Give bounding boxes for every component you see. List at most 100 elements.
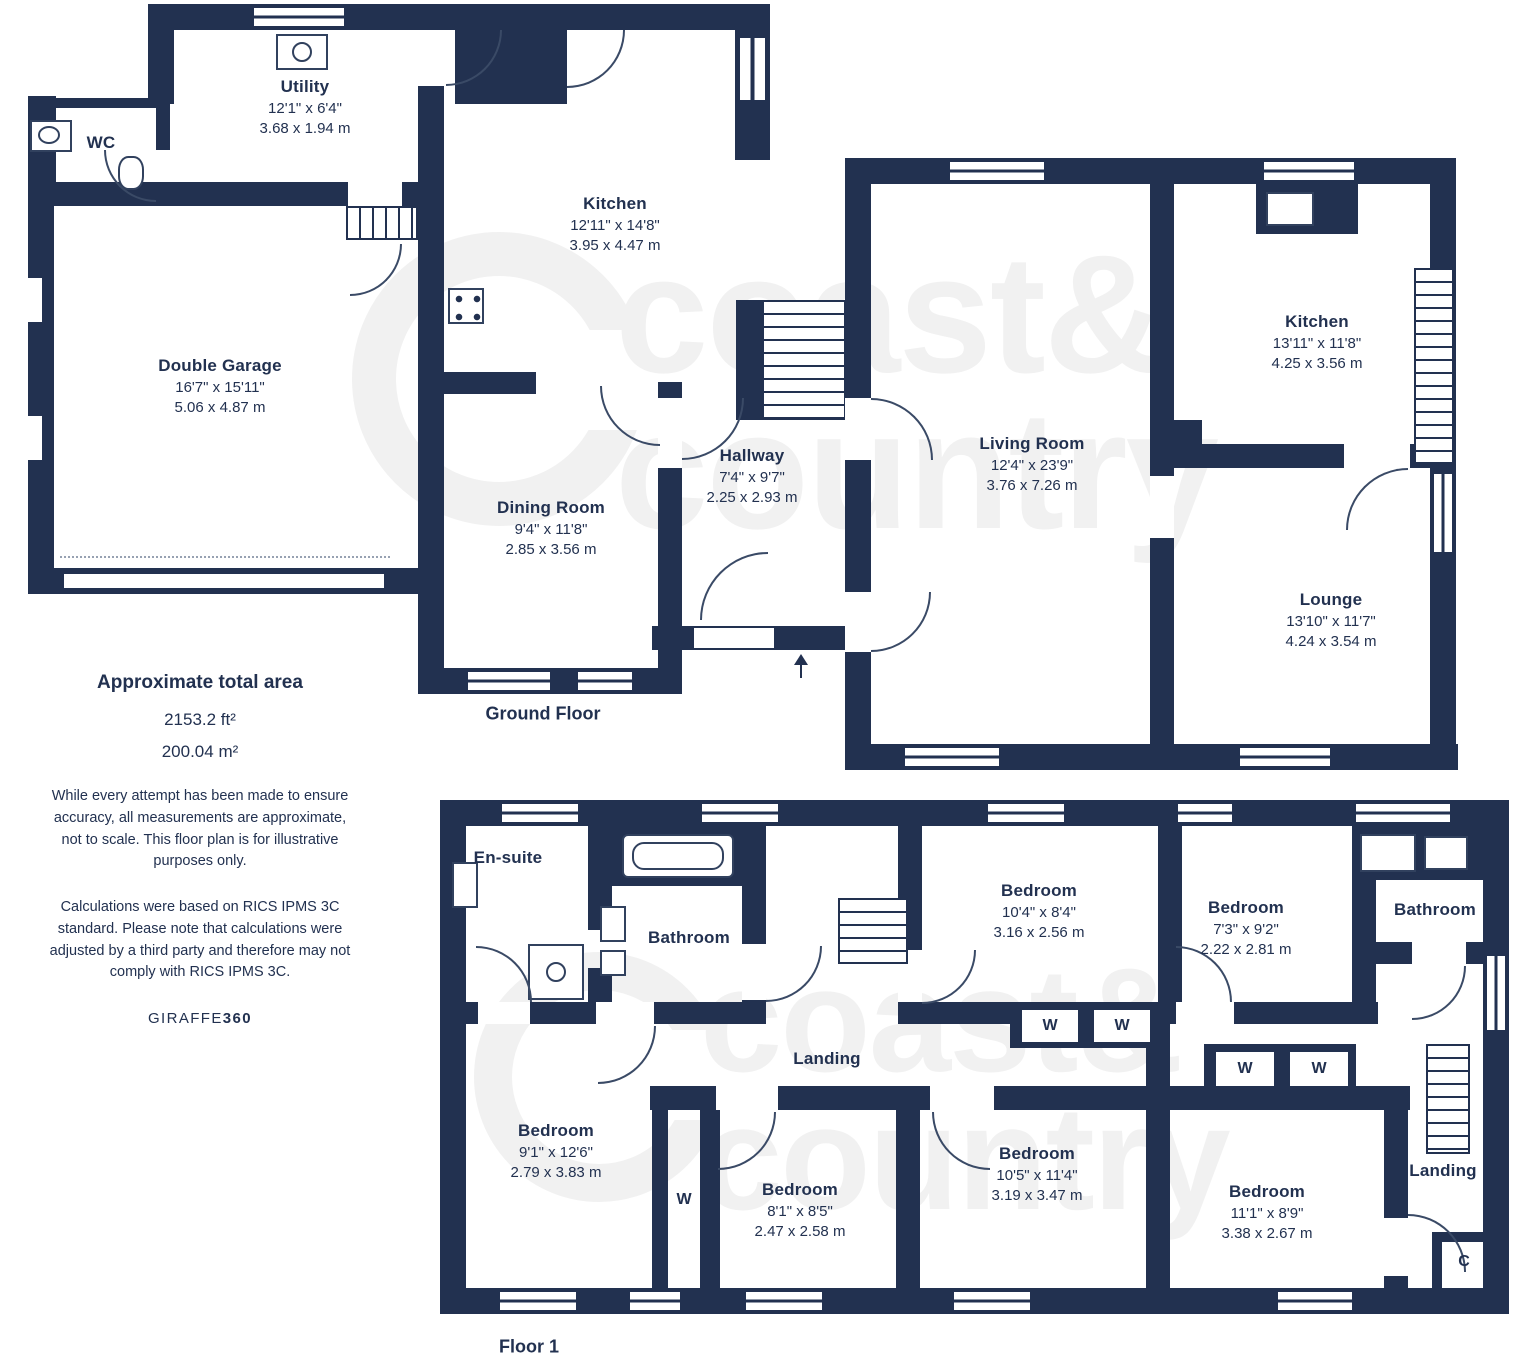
door-opening (1150, 476, 1174, 538)
shower-drain-icon (546, 962, 566, 982)
room-label-bedroom5: Bedroom 10'5" x 11'4" 3.19 x 3.47 m (992, 1144, 1083, 1204)
room-dims-m: 4.25 x 3.56 m (1271, 355, 1363, 372)
window (1354, 802, 1452, 824)
door-arc (1346, 468, 1408, 530)
room-label-landing2: Landing (1409, 1161, 1477, 1181)
door-arc (871, 592, 931, 652)
room-label-garage: Double Garage 16'7" x 15'11" 5.06 x 4.87… (158, 356, 282, 416)
window (903, 746, 1001, 768)
room-name: Living Room (979, 434, 1085, 453)
door-opening (418, 30, 444, 86)
room-label-bedroom2: Bedroom 7'3" x 9'2" 2.22 x 2.81 m (1201, 898, 1292, 958)
sink-icon (1360, 834, 1416, 872)
wall (1150, 184, 1174, 746)
room-dims-ft: 7'3" x 9'2" (1213, 921, 1279, 938)
window (1176, 802, 1234, 824)
window (1276, 1290, 1354, 1312)
toilet-icon (1424, 836, 1468, 870)
brand-name: GIRAFFE (147, 1010, 223, 1027)
room-name: Bedroom (998, 1144, 1076, 1163)
room-name: Dining Room (497, 498, 605, 517)
room-label-bathroom1: Bathroom (648, 928, 730, 948)
room-name: En-suite (473, 848, 543, 867)
room-name: Kitchen (1285, 312, 1349, 331)
window (700, 802, 780, 824)
wall (1146, 1086, 1170, 1314)
garage-door (64, 572, 384, 590)
door-opening (478, 1002, 530, 1024)
total-area-ft: 2153.2 ft² (164, 710, 236, 729)
room-label-kitchen: Kitchen 12'11" x 14'8" 3.95 x 4.47 m (570, 194, 661, 254)
brand-logo: GIRAFFE360 (44, 1010, 356, 1027)
door-opening (845, 398, 871, 460)
room-dims-ft: 11'1" x 8'9" (1230, 1205, 1304, 1222)
summary-panel: Approximate total area 2153.2 ft² 200.04… (44, 672, 356, 1027)
wardrobe-cell (1022, 1010, 1078, 1042)
steps (346, 206, 418, 240)
room-dims-m: 2.47 x 2.58 m (754, 1223, 846, 1240)
window (744, 1290, 824, 1312)
disclaimer-text: While every attempt has been made to ens… (51, 788, 349, 870)
room-label-utility: Utility 12'1" x 6'4" 3.68 x 1.94 m (260, 77, 351, 137)
door-arc (1412, 966, 1466, 1020)
room-dims-ft: 16'7" x 15'11" (175, 379, 265, 396)
room-name: Bedroom (517, 1121, 595, 1140)
door-opening (658, 398, 682, 468)
door-opening (930, 1086, 994, 1110)
room-dims-m: 2.22 x 2.81 m (1200, 941, 1292, 958)
room-name: Landing (793, 1049, 861, 1068)
room-name: Bedroom (1228, 1182, 1306, 1201)
room-label-dining: Dining Room 9'4" x 11'8" 2.85 x 3.56 m (497, 498, 605, 558)
brand-suffix: 360 (222, 1010, 253, 1027)
room-dims-m: 3.95 x 4.47 m (569, 237, 661, 254)
wardrobe-label: W (1114, 1017, 1130, 1034)
wardrobe-label: W (1237, 1060, 1253, 1077)
room-name: Bathroom (648, 928, 730, 947)
stairs (762, 300, 846, 420)
window (498, 1290, 578, 1312)
room-dims-ft: 10'5" x 11'4" (996, 1167, 1078, 1184)
room-dims-ft: 8'1" x 8'5" (767, 1203, 833, 1220)
room-label-kitchen2: Kitchen 13'11" x 11'8" 4.25 x 3.56 m (1272, 312, 1363, 372)
wall (1384, 1086, 1408, 1314)
wall (148, 4, 174, 104)
stairs (1426, 1044, 1470, 1154)
window (466, 670, 552, 692)
room-dims-m: 4.24 x 3.54 m (1285, 633, 1377, 650)
room-name: Kitchen (583, 194, 647, 213)
room-name: Hallway (719, 446, 785, 465)
wardrobe-cell (1290, 1052, 1348, 1086)
room-name: Bedroom (1207, 898, 1285, 917)
room-dims-m: 2.85 x 3.56 m (505, 541, 597, 558)
window (1238, 746, 1332, 768)
room-label-lounge: Lounge 13'10" x 11'7" 4.24 x 3.54 m (1286, 590, 1377, 650)
window (986, 802, 1066, 824)
door-arc (476, 946, 532, 1002)
room-name: WC (86, 133, 116, 152)
window (738, 36, 767, 102)
disclaimer-text: Calculations were based on RICS IPMS 3C … (49, 899, 351, 981)
toilet-icon (600, 906, 626, 942)
door-opening (1412, 942, 1466, 964)
floor-caption-floor1: Floor 1 (498, 1336, 560, 1357)
room-dims-ft: 12'11" x 14'8" (570, 217, 660, 234)
room-dims-m: 5.06 x 4.87 m (174, 399, 266, 416)
door-opening (845, 592, 871, 652)
door-opening (1176, 1002, 1234, 1024)
room-dims-m: 3.16 x 2.56 m (993, 924, 1085, 941)
wardrobe-label: W (676, 1191, 692, 1208)
wall (1432, 1232, 1509, 1242)
room-label-landing1: Landing (793, 1049, 861, 1069)
door-opening (742, 944, 766, 1000)
watermark-line: coast& (615, 220, 1165, 408)
room-dims-m: 3.38 x 2.67 m (1221, 1225, 1313, 1242)
wardrobe-label: W (1311, 1060, 1327, 1077)
room-dims-ft: 7'4" x 9'7" (719, 469, 785, 486)
room-label-bathroom2: Bathroom (1394, 900, 1476, 920)
wall (418, 182, 444, 694)
sink-icon (600, 950, 626, 976)
sink-basin-icon (38, 126, 60, 144)
wardrobe-label: W (1042, 1017, 1058, 1034)
window (1262, 160, 1356, 182)
room-dims-m: 3.76 x 7.26 m (986, 477, 1078, 494)
